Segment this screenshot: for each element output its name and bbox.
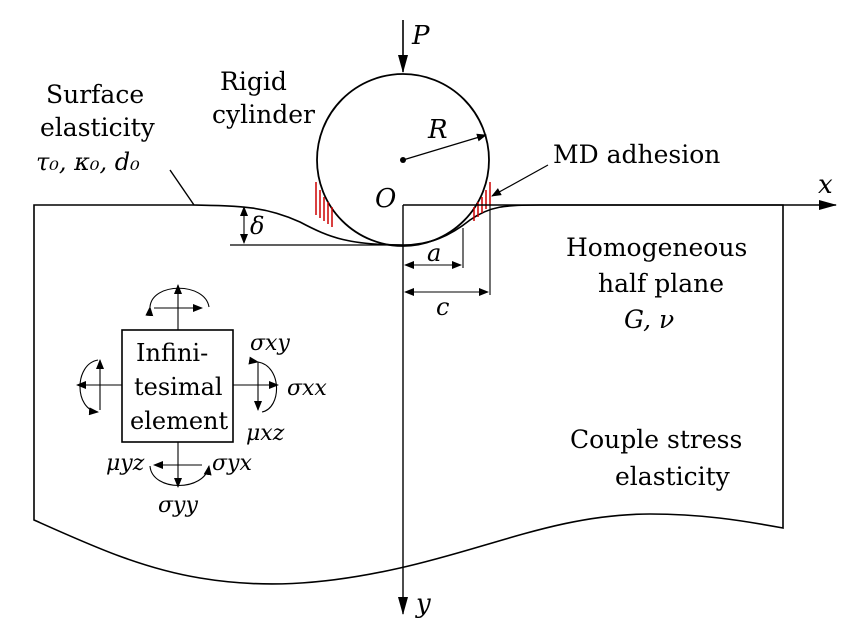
origin-label: O — [375, 184, 396, 214]
surface-pointer — [169, 169, 195, 206]
md-adhesion-pointer — [491, 164, 549, 197]
right-moment-arrow — [248, 356, 278, 413]
couple-stress-label-2: elasticity — [615, 462, 731, 491]
c-label: c — [436, 293, 449, 321]
load-label: P — [411, 21, 430, 51]
delta-label: δ — [250, 212, 264, 240]
bottom-moment-arrow — [149, 465, 212, 486]
sigma-yy-label: σyy — [158, 493, 198, 518]
radius-label: R — [427, 115, 448, 145]
half-plane-boundary — [33, 204, 784, 585]
surface-label-1: Surface — [46, 80, 144, 109]
homogeneous-label-1: Homogeneous — [566, 233, 747, 262]
sigma-xy-label: σxy — [250, 331, 290, 356]
top-moment-arrow — [145, 287, 210, 317]
adhesion-zone-left — [315, 182, 333, 227]
radius-arrow — [402, 133, 487, 161]
homogeneous-label-2: half plane — [598, 269, 724, 298]
element-label-2: tesimal — [134, 373, 223, 401]
rigid-label-2: cylinder — [212, 100, 315, 129]
element-label-1: Infini- — [136, 339, 208, 367]
mu-yz-label: μyz — [106, 451, 145, 476]
rigid-label-1: Rigid — [220, 67, 287, 96]
md-adhesion-label: MD adhesion — [553, 140, 720, 169]
surface-params: τ₀, κ₀, d₀ — [36, 148, 140, 176]
surface-label-2: elasticity — [40, 113, 156, 142]
sigma-yx-label: σyx — [212, 451, 252, 476]
a-label: a — [427, 239, 441, 267]
couple-stress-label-1: Couple stress — [570, 425, 742, 454]
mu-xz-label: μxz — [246, 421, 285, 446]
left-moment-arrow — [79, 359, 99, 416]
x-axis-label: x — [818, 170, 833, 200]
y-axis-label: y — [415, 589, 431, 619]
element-label-3: element — [130, 407, 229, 435]
sigma-xx-label: σxx — [287, 376, 327, 401]
homogeneous-params: G, ν — [624, 305, 674, 334]
